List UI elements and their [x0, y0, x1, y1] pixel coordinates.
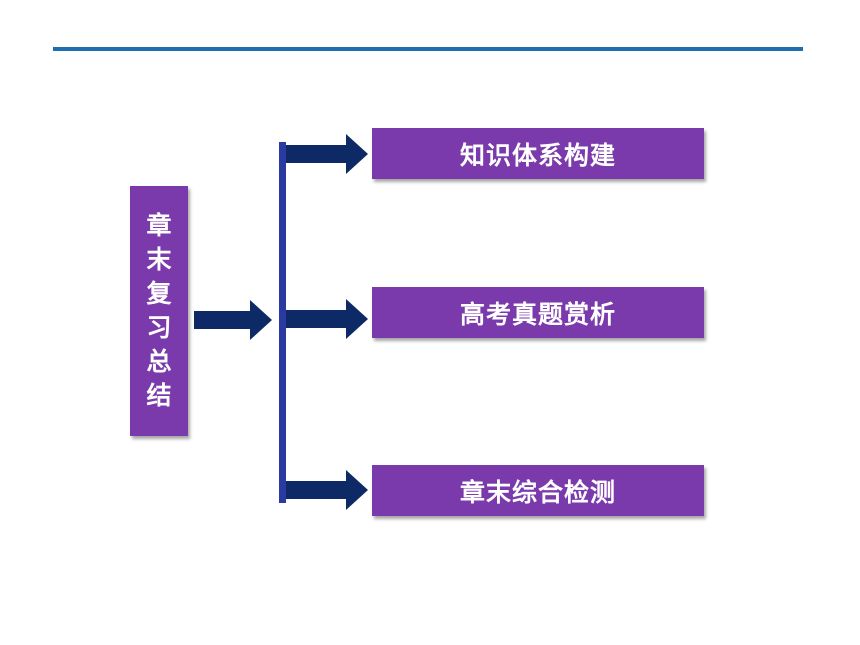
- root-char: 总: [146, 347, 172, 376]
- root-char: 结: [146, 381, 172, 410]
- branch-box-knowledge-system[interactable]: 知识体系构建: [372, 128, 704, 179]
- branch-label: 高考真题赏析: [459, 299, 616, 329]
- root-arrow-icon: [194, 300, 272, 340]
- branch-box-chapter-test[interactable]: 章末综合检测: [372, 465, 704, 516]
- root-char: 章: [146, 211, 172, 240]
- branch-arrow-icon: [286, 470, 368, 510]
- root-box: 章 末 复 习 总 结: [130, 186, 188, 436]
- root-char: 习: [146, 313, 172, 342]
- root-char: 末: [146, 245, 172, 274]
- branch-arrow-icon: [286, 134, 368, 174]
- bracket-line: [279, 142, 286, 503]
- branch-arrow-icon: [286, 299, 368, 339]
- top-rule: [53, 47, 803, 51]
- branch-label: 章末综合检测: [459, 477, 616, 507]
- branch-label: 知识体系构建: [459, 140, 616, 170]
- branch-box-exam-analysis[interactable]: 高考真题赏析: [372, 287, 704, 338]
- root-char: 复: [146, 279, 172, 308]
